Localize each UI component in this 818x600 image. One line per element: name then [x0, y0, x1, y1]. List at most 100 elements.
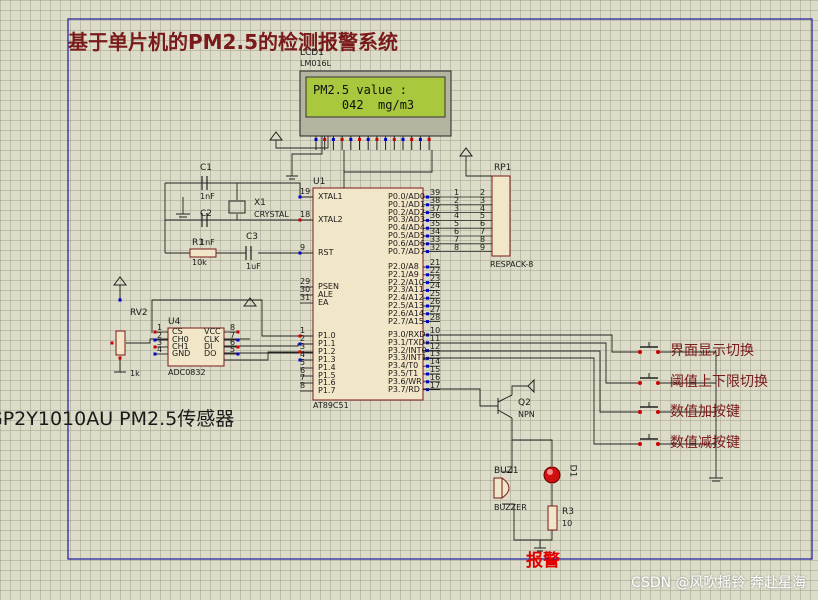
r1-value: 10k: [192, 258, 207, 267]
respack[interactable]: [491, 175, 511, 257]
respack-pin-num: 8: [480, 234, 486, 244]
x1-value: CRYSTAL: [254, 210, 289, 219]
adc-pin-num: 4: [157, 345, 163, 354]
mcu-body[interactable]: [312, 187, 424, 401]
mcu-pin-name: P3.3/INT1: [388, 353, 427, 363]
mcu-pin-num: 5: [300, 358, 306, 367]
mcu-pin-num: 31: [300, 293, 311, 302]
respack-pin-num: 7: [480, 227, 486, 236]
rv2-ref: RV2: [130, 308, 148, 318]
mcu-pin-name: P0.5/AD5: [388, 231, 425, 240]
c3-value: 1uF: [246, 262, 261, 271]
mcu-pin-num: 11: [430, 333, 441, 343]
respack-pin-num: 4: [480, 203, 486, 213]
adc-pins: [155, 331, 238, 355]
adc-pin-name: CLK: [204, 335, 220, 344]
mcu-pin-name: P0.1/AD1: [388, 199, 425, 209]
mcu-pin-num: 13: [430, 349, 441, 359]
mcu-ref: U1: [313, 177, 326, 187]
respack-pin-num: 7: [454, 234, 460, 244]
mcu-pin-num: 24: [430, 281, 441, 291]
mcu-pin-name: P2.3/A11: [388, 285, 424, 295]
mcu-pin-name: P3.0/RXD: [388, 330, 426, 339]
mcu-pin-num: 6: [300, 366, 306, 375]
mcu-pin-name: P2.5/A13: [388, 301, 424, 310]
mcu-pin-name: RST: [318, 248, 334, 257]
mcu-pin-num: 36: [430, 211, 441, 221]
mcu-pin-num: 12: [430, 341, 441, 351]
respack-ref: RP1: [494, 163, 512, 173]
r3-ref: R3: [562, 507, 574, 517]
respack-value: RESPACK-8: [490, 260, 534, 269]
buz1-value: BUZZER: [494, 503, 527, 512]
mcu-pin-name: P0.4/AD4: [388, 223, 425, 233]
respack-pin-num: 5: [480, 211, 486, 221]
button-label-threshold-switch[interactable]: 阈值上下限切换: [670, 374, 768, 390]
mcu-pin-name: P1.0: [318, 331, 336, 340]
adc-pin-name: CH1: [172, 342, 189, 351]
crystal-icon: [228, 200, 246, 214]
potentiometer-icon[interactable]: [115, 330, 126, 356]
respack-pin-num: 3: [480, 195, 486, 205]
adc-pin-num: 5: [230, 345, 236, 354]
mcu-pin-num: 23: [430, 273, 441, 283]
respack-pin-num: 3: [454, 203, 460, 213]
button-label-increase[interactable]: 数值加按键: [670, 404, 740, 420]
mcu-pin-num: 26: [430, 297, 441, 306]
mcu-pin-num: 2: [300, 334, 306, 343]
adc-pin-num: 7: [230, 331, 236, 340]
mcu-pin-num: 30: [300, 285, 311, 294]
diagram-title: 基于单片机的PM2.5的检测报警系统: [68, 30, 398, 54]
mcu-pin-name: P3.5/T1: [388, 369, 419, 378]
resistor-r3-icon: [547, 505, 558, 531]
lcd-ref: LCD1: [300, 48, 324, 58]
mcu-pin-name: EA: [318, 298, 329, 307]
button-label-decrease[interactable]: 数值减按键: [670, 435, 740, 451]
mcu-pin-num: 35: [430, 219, 441, 229]
mcu-pin-name: XTAL2: [318, 215, 343, 224]
respack-pin-num: 5: [454, 219, 460, 229]
r3-value: 10: [562, 519, 573, 528]
mcu-pin-num: 3: [300, 342, 306, 351]
respack-pin-num: 2: [454, 195, 460, 205]
x1-ref: X1: [254, 198, 266, 208]
mcu-pin-name: ALE: [318, 290, 333, 299]
respack-pin-num: 6: [454, 227, 460, 236]
mcu-pin-num: 29: [300, 277, 311, 286]
respack-pin-num: 9: [480, 242, 486, 252]
lcd-part: LM016L: [300, 59, 332, 68]
mcu-pin-name: P0.3/AD3: [388, 215, 425, 225]
transistor-icon[interactable]: [497, 394, 513, 419]
mcu-pin-name: P3.1/TXD: [388, 337, 425, 347]
r1-ref: R1: [192, 238, 204, 248]
mcu-pin-num: 38: [430, 195, 441, 205]
mcu-pin-num: 21: [430, 258, 441, 267]
d1-ref: D1: [567, 464, 578, 478]
mcu-pin-name: P0.6/AD6: [388, 238, 425, 248]
mcu-pin-num: 16: [430, 372, 441, 382]
mcu-pin-num: 8: [300, 381, 306, 390]
mcu-pin-name: P1.7: [318, 386, 336, 395]
wires: [119, 136, 717, 548]
mcu-pin-name: P0.2/AD2: [388, 207, 425, 217]
adc-pin-num: 3: [157, 338, 163, 347]
mcu-pin-num: 4: [300, 350, 306, 359]
buzzer-icon[interactable]: [493, 477, 510, 499]
lcd-module[interactable]: [299, 70, 452, 137]
adc-pin-name: VCC: [204, 327, 221, 336]
pin-markers: [110, 195, 302, 362]
mcu-pin-num: 34: [430, 227, 441, 236]
mcu-pin-name: P1.5: [318, 371, 336, 380]
respack-pin-num: 1: [454, 188, 460, 197]
led-icon[interactable]: [543, 466, 561, 484]
c2-value: 1nF: [200, 238, 215, 247]
mcu-pin-name: XTAL1: [318, 192, 343, 201]
mcu-pin-num: 37: [430, 203, 441, 213]
mcu-pin-num: 28: [430, 312, 441, 322]
mcu-pin-num: 22: [430, 265, 441, 275]
lcd-line2: 042 mg/m3: [313, 98, 415, 112]
button-label-display-switch[interactable]: 界面显示切换: [670, 343, 754, 359]
adc-pin-num: 6: [230, 338, 236, 347]
adc-pin-name: GND: [172, 349, 191, 358]
mcu-pin-name: P2.0/A8: [388, 262, 419, 271]
